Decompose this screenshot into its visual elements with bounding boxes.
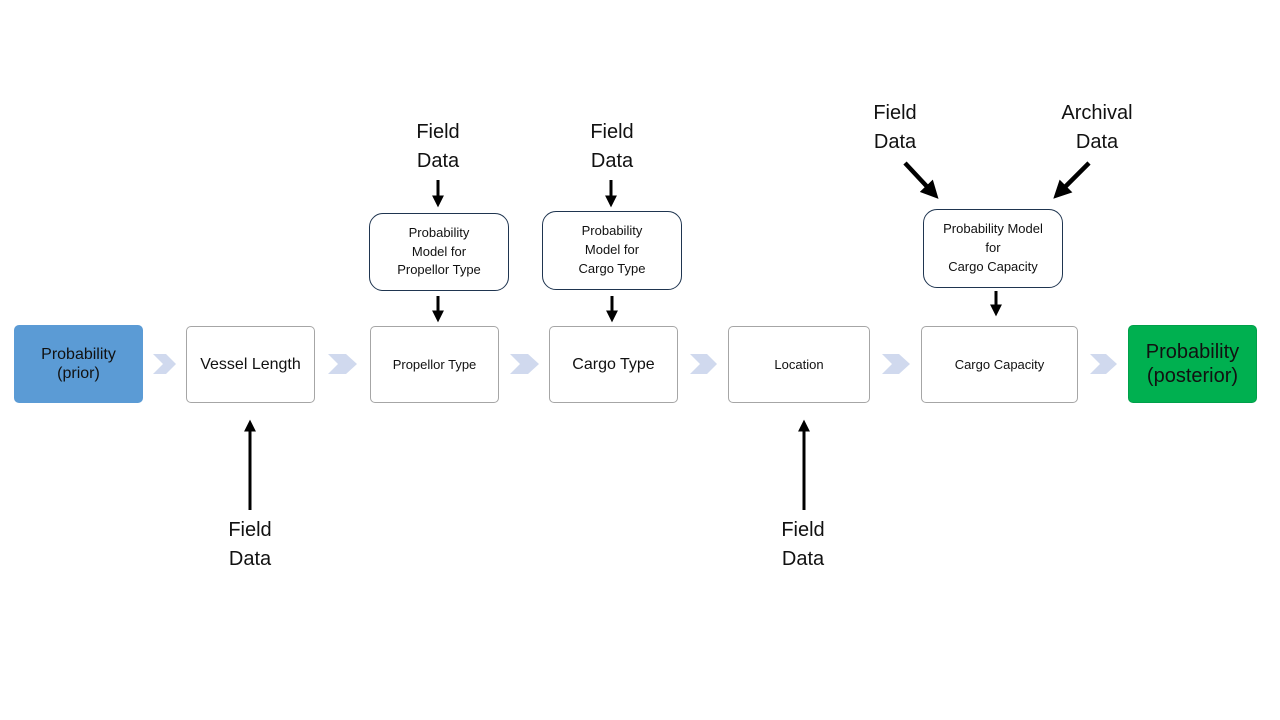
propellor-type-label: Propellor Type (392, 356, 477, 372)
cargo-capacity-node: Cargo Capacity (921, 326, 1078, 403)
vessel-length-node: Vessel Length (186, 326, 315, 403)
cargo-type-field-data-label: Field Data (590, 121, 634, 172)
capacity-archival-data-label: Archival Data (1061, 102, 1133, 153)
posterior-probability-label: Probability (posterior) (1145, 341, 1240, 387)
prior-probability-node: Probability (prior) (14, 325, 143, 403)
cargo-type-label: Cargo Type (572, 355, 655, 373)
cargo-capacity-model-box: Probability Model for Cargo Capacity (923, 209, 1063, 288)
location-label: Location (774, 356, 824, 372)
chevron-arrow-3 (510, 354, 539, 374)
cargo-type-model-label: Probability Model for Cargo Type (578, 223, 646, 276)
cargo-type-model-box: Probability Model for Cargo Type (542, 211, 682, 290)
propellor-type-node: Propellor Type (370, 326, 499, 403)
location-field-data-label: Field Data (781, 519, 825, 570)
propellor-model-box: Probability Model for Propellor Type (369, 213, 509, 291)
chevron-arrow-1 (153, 354, 176, 374)
propellor-field-data-label: Field Data (416, 121, 460, 172)
cargo-capacity-label: Cargo Capacity (954, 356, 1045, 372)
chevron-arrow-2 (328, 354, 357, 374)
chevron-arrow-4 (690, 354, 717, 374)
chevron-arrow-5 (882, 354, 910, 374)
chevron-arrow-6 (1090, 354, 1117, 374)
vessel-length-field-data-label: Field Data (228, 519, 272, 570)
propellor-model-label: Probability Model for Propellor Type (397, 224, 481, 278)
cargo-type-node: Cargo Type (549, 326, 678, 403)
prior-probability-label: Probability (prior) (41, 345, 116, 382)
vessel-length-label: Vessel Length (200, 355, 301, 373)
cargo-capacity-model-label: Probability Model for Cargo Capacity (943, 221, 1043, 274)
arrow-field-to-capacity-model (903, 161, 939, 199)
posterior-probability-node: Probability (posterior) (1128, 325, 1257, 403)
arrow-archival-to-capacity-model (1053, 161, 1091, 199)
capacity-field-data-label: Field Data (873, 102, 917, 153)
location-node: Location (728, 326, 870, 403)
